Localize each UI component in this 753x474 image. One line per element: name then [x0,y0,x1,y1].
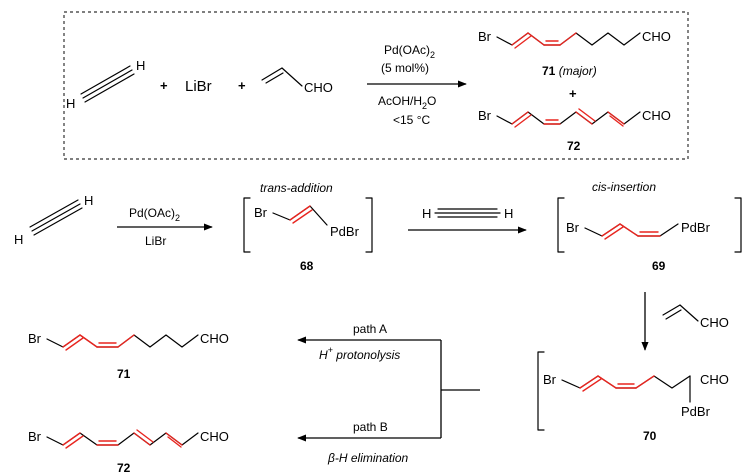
pdbr-label: PdBr [681,220,711,235]
intermediate-68: trans-addition Br PdBr 68 [243,181,373,273]
cho-group: CHO [200,429,229,444]
acetylene-mechanism: H H [14,193,93,247]
bromine-label: Br [566,220,580,235]
product-72-mechanism: Br CHO 72 [28,429,229,474]
compound-number-69: 69 [652,259,666,273]
acrolein-reagent-step3: CHO [662,304,729,330]
right-bracket [365,197,373,253]
product-71-mechanism: Br CHO 71 [28,331,229,381]
solvent-label: AcOH/H2O [378,94,436,111]
acetylene-reagent-step2: H H [422,206,513,221]
intermediate-69: cis-insertion Br PdBr 69 [557,180,742,273]
acetylene-h-top: H [136,58,145,73]
compound-number-71: 71 [117,367,131,381]
cho-group: CHO [700,372,729,387]
left-bracket [537,351,545,431]
bromine-label: Br [28,331,42,346]
bromine-label: Br [28,429,42,444]
acetylene-overall: H H [66,58,145,111]
loading-label: (5 mol%) [381,61,429,75]
left-bracket [557,197,565,253]
right-bracket [734,197,742,253]
h-right: H [504,206,513,221]
acrolein-overall: CHO [261,67,333,95]
path-a-condition: H+ protonolysis [319,345,400,362]
pdbr-label: PdBr [330,224,360,239]
plus-sign: + [160,78,168,93]
acetylene-h-bottom: H [66,96,75,111]
product-72-overall: Br CHO 72 [478,108,671,153]
cho-group: CHO [642,29,671,44]
product-71-overall: Br CHO 71 (major) + [478,29,671,101]
libr-reagent: LiBr [185,78,212,95]
pdbr-label: PdBr [681,404,711,419]
path-b-condition: β-H elimination [327,451,409,465]
path-b-label: path B [353,420,388,434]
cis-insertion-label: cis-insertion [592,180,656,194]
cho-group: CHO [304,80,333,95]
acetylene-h-top: H [84,193,93,208]
intermediate-70: Br CHO PdBr 70 [537,351,729,443]
cho-group: CHO [642,108,671,123]
compound-number-72: 72 [567,139,581,153]
acetylene-h-bottom: H [14,232,23,247]
bromine-label: Br [478,108,492,123]
compound-number-71: 71 (major) [542,64,597,78]
path-a-label: path A [353,322,387,336]
cho-group: CHO [200,331,229,346]
compound-number-70: 70 [643,429,657,443]
compound-number-72: 72 [117,461,131,474]
cho-group: CHO [700,315,729,330]
catalyst-label: Pd(OAc)2 [384,43,435,60]
overall-reaction-box [63,11,689,160]
step1-catalyst: Pd(OAc)2 [129,206,180,223]
plus-sign: + [238,78,246,93]
trans-addition-label: trans-addition [260,181,333,195]
plus-sign: + [569,86,577,101]
step1-libr: LiBr [145,234,166,248]
bromine-label: Br [254,205,268,220]
temperature-label: <15 °C [393,113,430,127]
h-left: H [422,206,431,221]
bromine-label: Br [543,372,557,387]
bromine-label: Br [478,29,492,44]
branch-arrows [297,336,480,442]
left-bracket [243,197,251,253]
compound-number-68: 68 [300,259,314,273]
